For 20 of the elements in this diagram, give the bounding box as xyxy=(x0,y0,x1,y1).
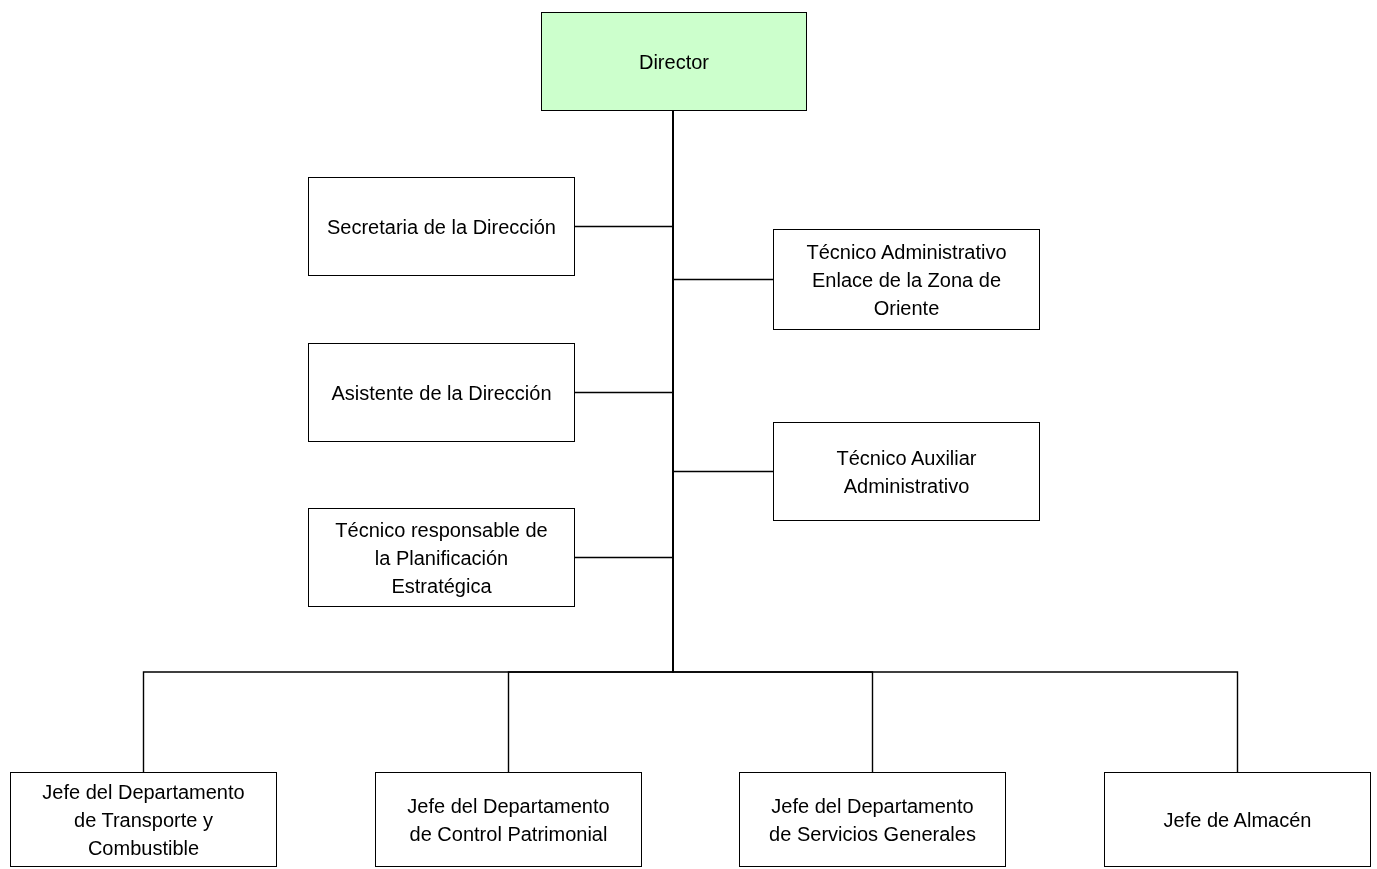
position-title: Técnico responsable de la Planificación Estratégica xyxy=(334,517,549,599)
position-box xyxy=(739,772,1006,867)
position-title: Jefe del Departamento de Transporte y Combustible xyxy=(41,779,246,861)
position-box xyxy=(1104,772,1371,867)
position-box xyxy=(773,229,1040,330)
position-box xyxy=(308,343,575,442)
position-title: Jefe de Almacén xyxy=(1163,807,1312,833)
position-title: Técnico Auxiliar Administrativo xyxy=(835,445,978,499)
position-box xyxy=(308,177,575,276)
position-title: Jefe del Departamento de Servicios Generales xyxy=(768,793,977,847)
position-title: Asistente de la Dirección xyxy=(331,380,552,406)
position-title: Director xyxy=(639,49,709,75)
position-box xyxy=(308,508,575,607)
position-box xyxy=(10,772,277,867)
director-box xyxy=(541,12,807,111)
position-title: Secretaria de la Dirección xyxy=(327,214,556,240)
position-box xyxy=(773,422,1040,521)
position-title: Jefe del Departamento de Control Patrimonial xyxy=(406,793,611,847)
position-title: Técnico Administrativo Enlace de la Zona de Oriente xyxy=(805,239,1008,321)
position-box xyxy=(375,772,642,867)
